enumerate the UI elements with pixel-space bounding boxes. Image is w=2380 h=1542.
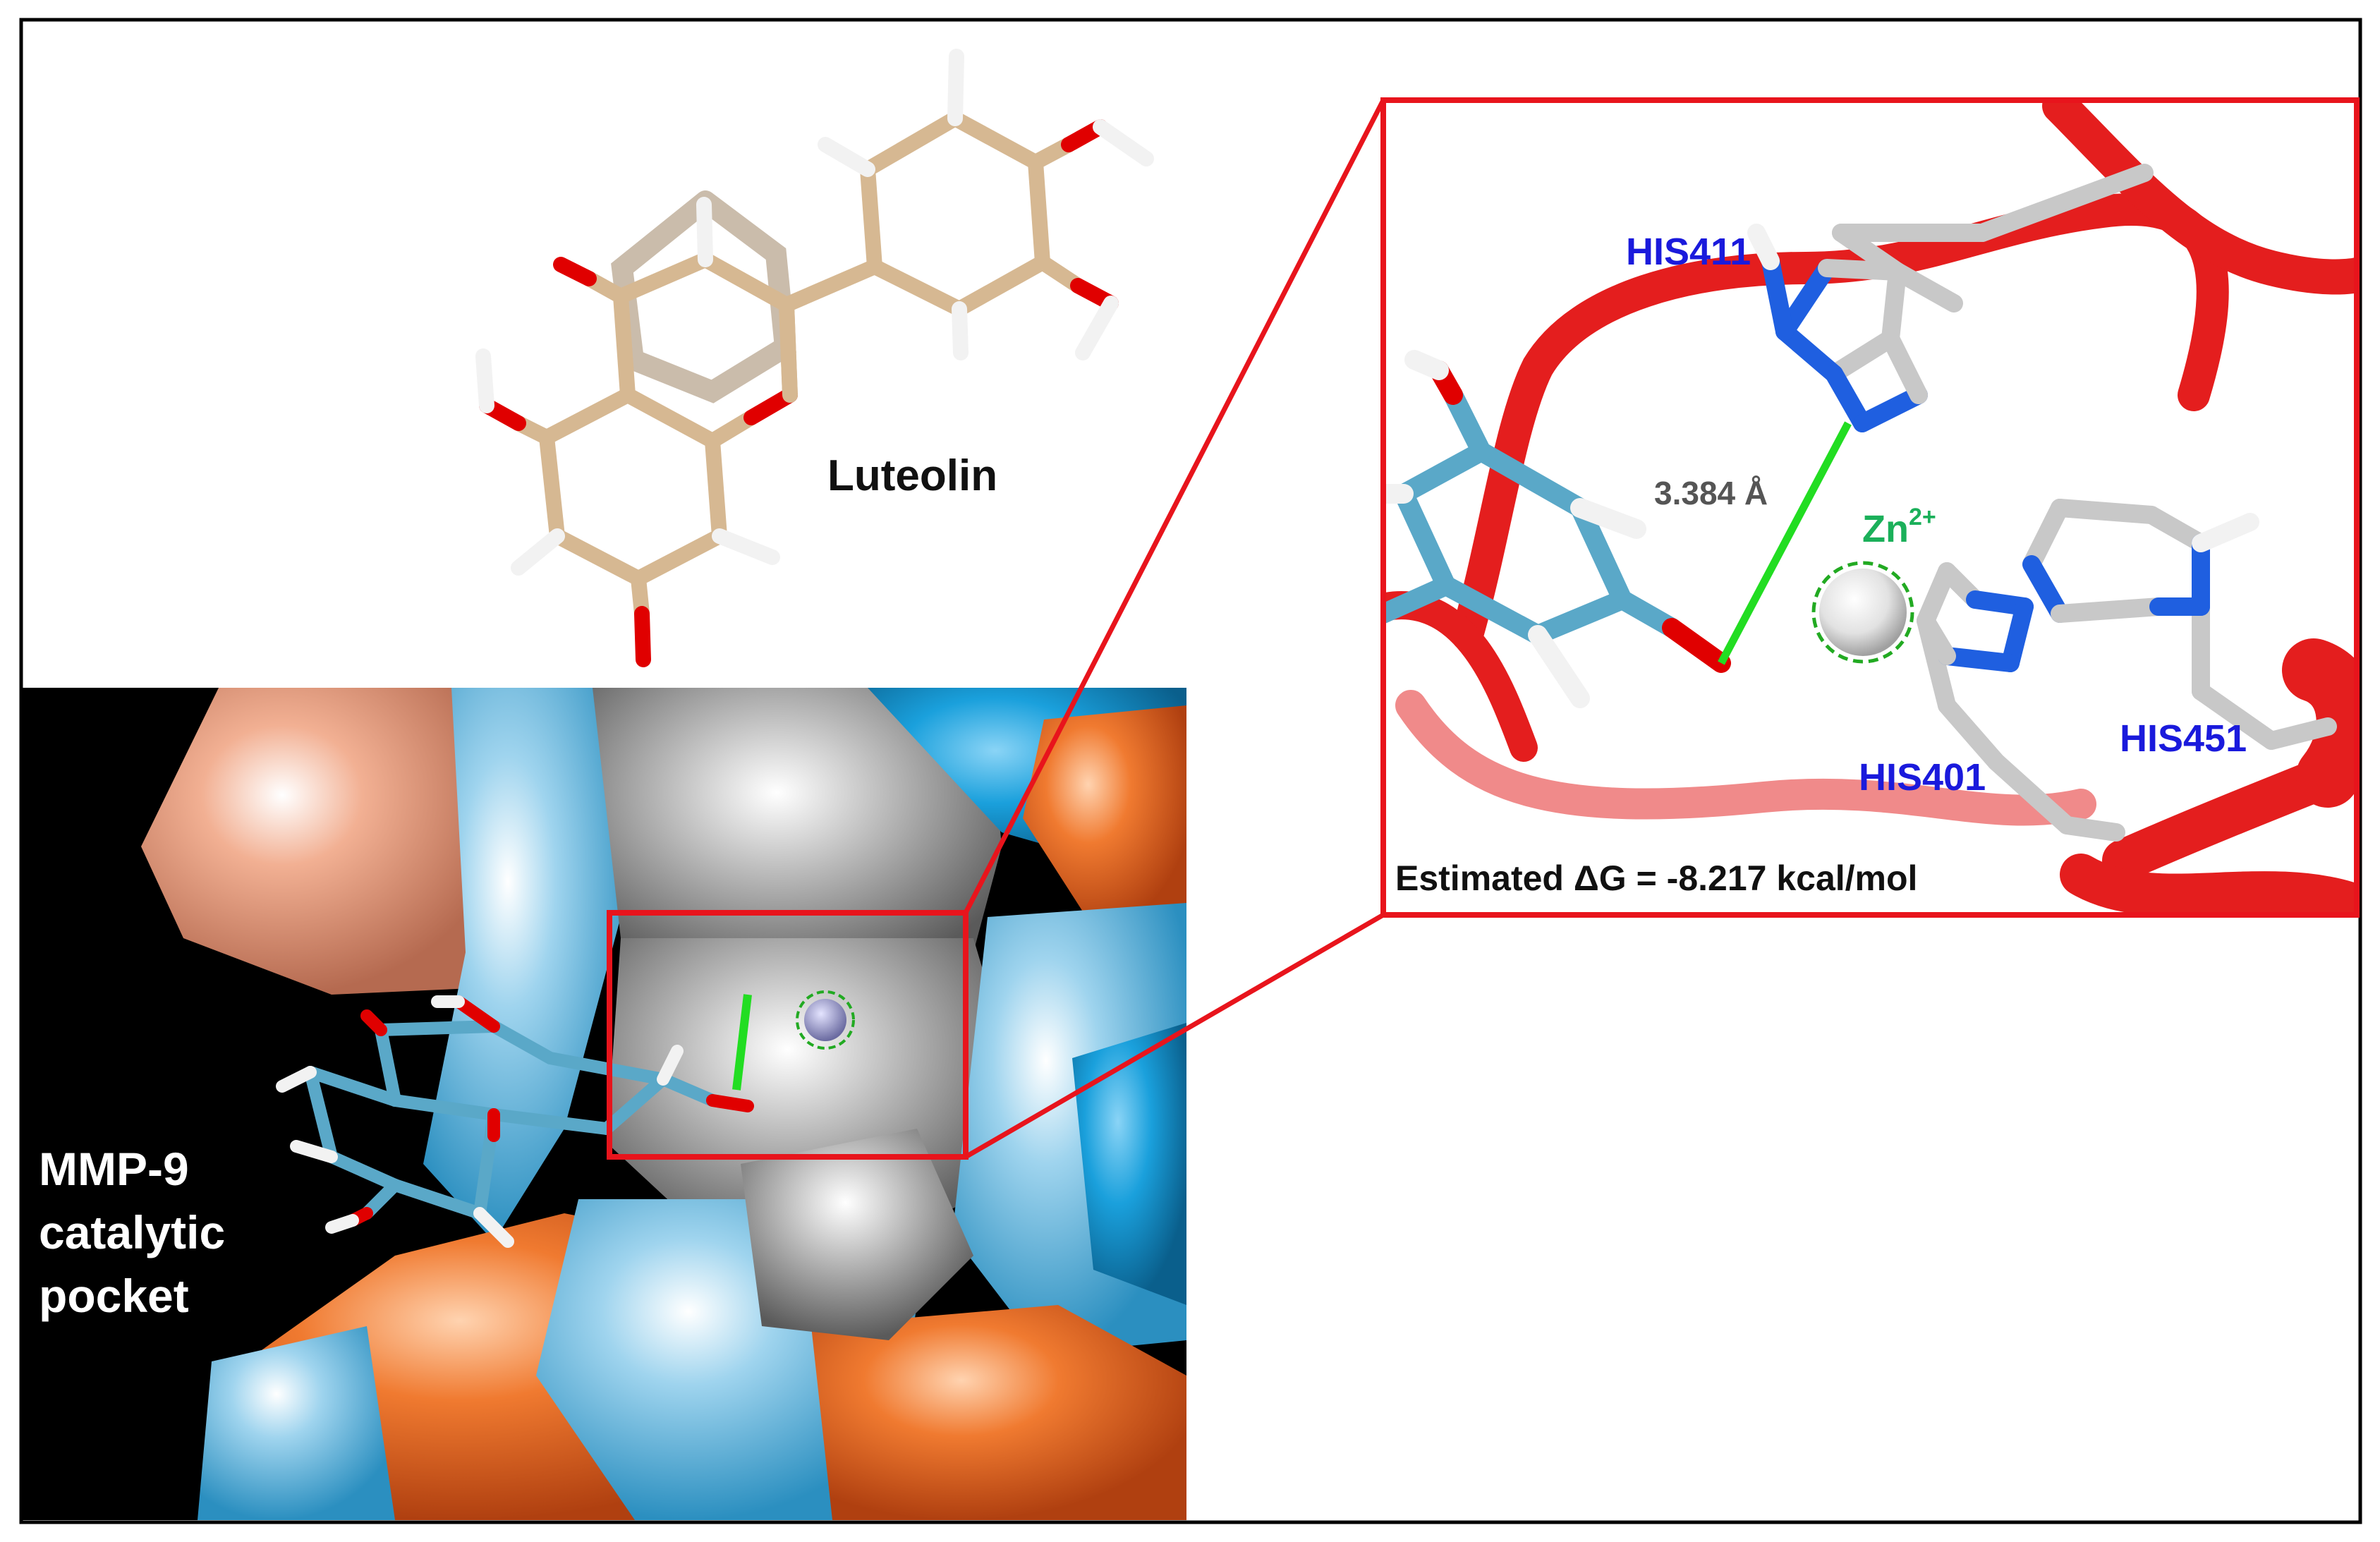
pocket-label-line-1: MMP-9 (39, 1143, 189, 1195)
pocket-surface-panel (23, 688, 1186, 1520)
zinc-ion (1819, 569, 1907, 656)
zinc-label: Zn2+ (1862, 504, 1936, 550)
binding-energy-label: Estimated ΔG = -8.217 kcal/mol (1395, 858, 1917, 898)
residue-label-his411: HIS411 (1626, 231, 1751, 273)
zinc-charge: 2+ (1909, 504, 1936, 530)
residue-label-his451: HIS451 (2120, 717, 2247, 760)
pocket-label-line-2: catalytic (39, 1206, 225, 1258)
zoom-connector-bottom (964, 912, 1385, 1160)
zoom-connector-top (963, 99, 1386, 914)
zinc-symbol: Zn (1862, 508, 1909, 550)
pocket-label: MMP-9 catalytic pocket (39, 1143, 238, 1322)
luteolin-label: Luteolin (827, 451, 997, 500)
luteolin-structure (475, 49, 1154, 667)
zinc-ion-ring (1811, 561, 1914, 664)
inset-frame (1380, 97, 2360, 918)
highlight-box (607, 910, 969, 1160)
distance-label: 3.384 Å (1654, 475, 1768, 511)
inset-panel (1383, 100, 2357, 915)
residue-label-his401: HIS401 (1859, 756, 1986, 799)
pocket-label-line-3: pocket (39, 1270, 189, 1322)
hbond-line (1718, 421, 1852, 665)
